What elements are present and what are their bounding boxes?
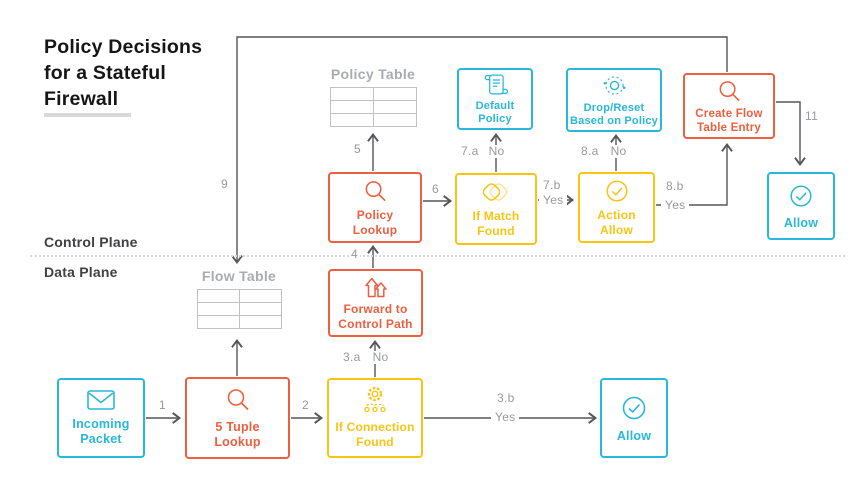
arrow-9	[231, 36, 728, 265]
policy-table-label: Policy Table	[330, 66, 416, 82]
flow-table: Flow Table	[194, 268, 284, 329]
node-label: Allow	[616, 428, 652, 443]
node-label: Forward to Control Path	[338, 301, 413, 331]
check-circle-icon	[603, 177, 631, 205]
node-forward-to-control-path: Forward to Control Path	[328, 269, 423, 337]
edge-label-3a: 3.a No	[341, 351, 391, 364]
plane-divider	[30, 255, 845, 257]
node-policy-lookup: Policy Lookup	[328, 172, 422, 243]
node-label: Drop/Reset Based on Policy	[570, 101, 658, 128]
title-line-2: for a Stateful	[44, 62, 166, 84]
edge-word-3b-yes: Yes	[491, 411, 520, 424]
edge-label-7b: 7.b	[543, 178, 561, 192]
data-plane-label: Data Plane	[44, 264, 118, 280]
node-action-allow: Action Allow	[578, 172, 655, 243]
policy-table-grid	[329, 87, 417, 127]
arrow-8b	[656, 142, 733, 206]
node-label: Allow	[783, 215, 819, 230]
edge-label-4: 4	[349, 247, 360, 261]
arrow-11	[776, 101, 806, 167]
node-if-connection-found: If Connection Found	[327, 378, 423, 458]
policy-table: Policy Table	[327, 66, 419, 127]
title-underline	[44, 113, 131, 117]
edge-label-11: 11	[805, 109, 819, 123]
node-label: Incoming Packet	[72, 417, 130, 446]
overlapping-diamonds-icon	[478, 179, 514, 206]
node-label: If Match Found	[472, 209, 520, 238]
reset-icon	[601, 72, 628, 99]
check-circle-icon	[619, 393, 649, 423]
edge-label-2: 2	[302, 398, 309, 412]
edge-label-1: 1	[159, 398, 166, 412]
flow-table-grid	[196, 289, 282, 329]
node-label: Policy Lookup	[352, 207, 398, 237]
node-label: If Connection Found	[335, 420, 415, 449]
edge-word-7a-no: No	[488, 144, 505, 158]
page-title: Policy Decisions for a Stateful Firewall	[44, 34, 264, 112]
node-create-flow-table-entry: Create Flow Table Entry	[683, 73, 775, 139]
node-label: 5 Tuple Lookup	[214, 420, 261, 449]
node-label: Action Allow	[597, 208, 636, 237]
node-incoming-packet: Incoming Packet	[57, 378, 145, 458]
edge-word-8b-yes: Yes	[661, 199, 690, 212]
envelope-icon	[86, 389, 116, 411]
node-default-policy: Default Policy	[457, 68, 533, 130]
search-icon	[224, 386, 252, 414]
node-5-tuple-lookup: 5 Tuple Lookup	[185, 377, 290, 459]
gear-network-icon	[360, 386, 390, 414]
title-line-1: Policy Decisions	[44, 36, 203, 58]
node-label: Create Flow Table Entry	[695, 107, 763, 134]
edge-number-3a: 3.a	[343, 350, 361, 364]
forward-arrows-icon	[363, 275, 389, 299]
scroll-icon	[483, 72, 508, 97]
edge-label-9: 9	[221, 177, 228, 191]
search-icon	[362, 178, 389, 205]
node-label: Default Policy	[475, 99, 515, 126]
search-icon	[716, 78, 743, 105]
edge-word-3a-no: No	[372, 350, 389, 364]
edge-label-3b: 3.b	[497, 391, 515, 405]
node-drop-reset-based-on-policy: Drop/Reset Based on Policy	[566, 68, 662, 132]
node-allow-data-plane: Allow	[600, 378, 668, 458]
edge-number-8a: 8.a	[581, 144, 599, 158]
title-line-3: Firewall	[44, 88, 119, 110]
edge-word-7b-yes: Yes	[539, 194, 568, 207]
node-allow-control-plane: Allow	[767, 172, 835, 240]
check-circle-icon	[787, 182, 815, 210]
control-plane-label: Control Plane	[44, 234, 138, 250]
edge-label-7a: 7.a No	[459, 145, 507, 158]
node-if-match-found: If Match Found	[455, 173, 537, 245]
edge-label-8a: 8.a No	[579, 145, 629, 158]
edge-number-7a: 7.a	[461, 144, 479, 158]
edge-label-6: 6	[432, 182, 439, 196]
edge-label-5: 5	[354, 142, 361, 156]
flow-table-label: Flow Table	[201, 268, 277, 284]
edge-word-8a-no: No	[610, 144, 627, 158]
edge-label-8b: 8.b	[666, 179, 684, 193]
